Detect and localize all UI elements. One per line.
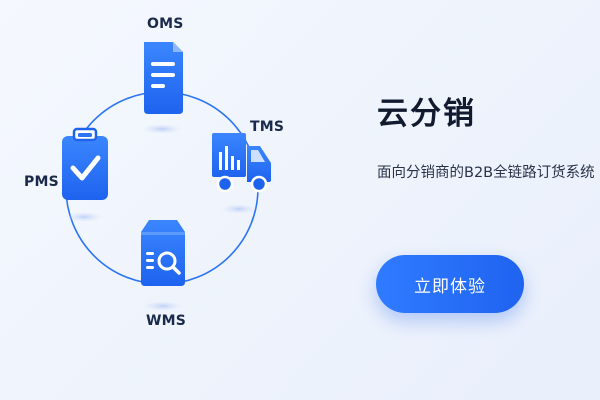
document-icon (144, 42, 183, 114)
cycle-graphic (62, 42, 271, 311)
truck-icon (212, 133, 271, 193)
pms-label: PMS (24, 174, 59, 190)
warehouse-search-icon (141, 220, 185, 286)
system-cycle-diagram: OMS TMS WMS PMS (24, 16, 285, 329)
product-subtitle: 面向分销商的B2B全链路订货系统 (377, 165, 595, 181)
oms-label: OMS (147, 16, 184, 32)
tms-label: TMS (250, 119, 285, 135)
try-now-button[interactable]: 立即体验 (376, 255, 524, 313)
pms-shadow (66, 212, 102, 222)
clipboard-check-icon (62, 127, 108, 200)
tms-shadow (221, 204, 257, 214)
wms-label: WMS (146, 313, 187, 329)
oms-shadow (142, 124, 182, 134)
product-title: 云分销 (377, 96, 476, 132)
wms-shadow (143, 301, 183, 311)
